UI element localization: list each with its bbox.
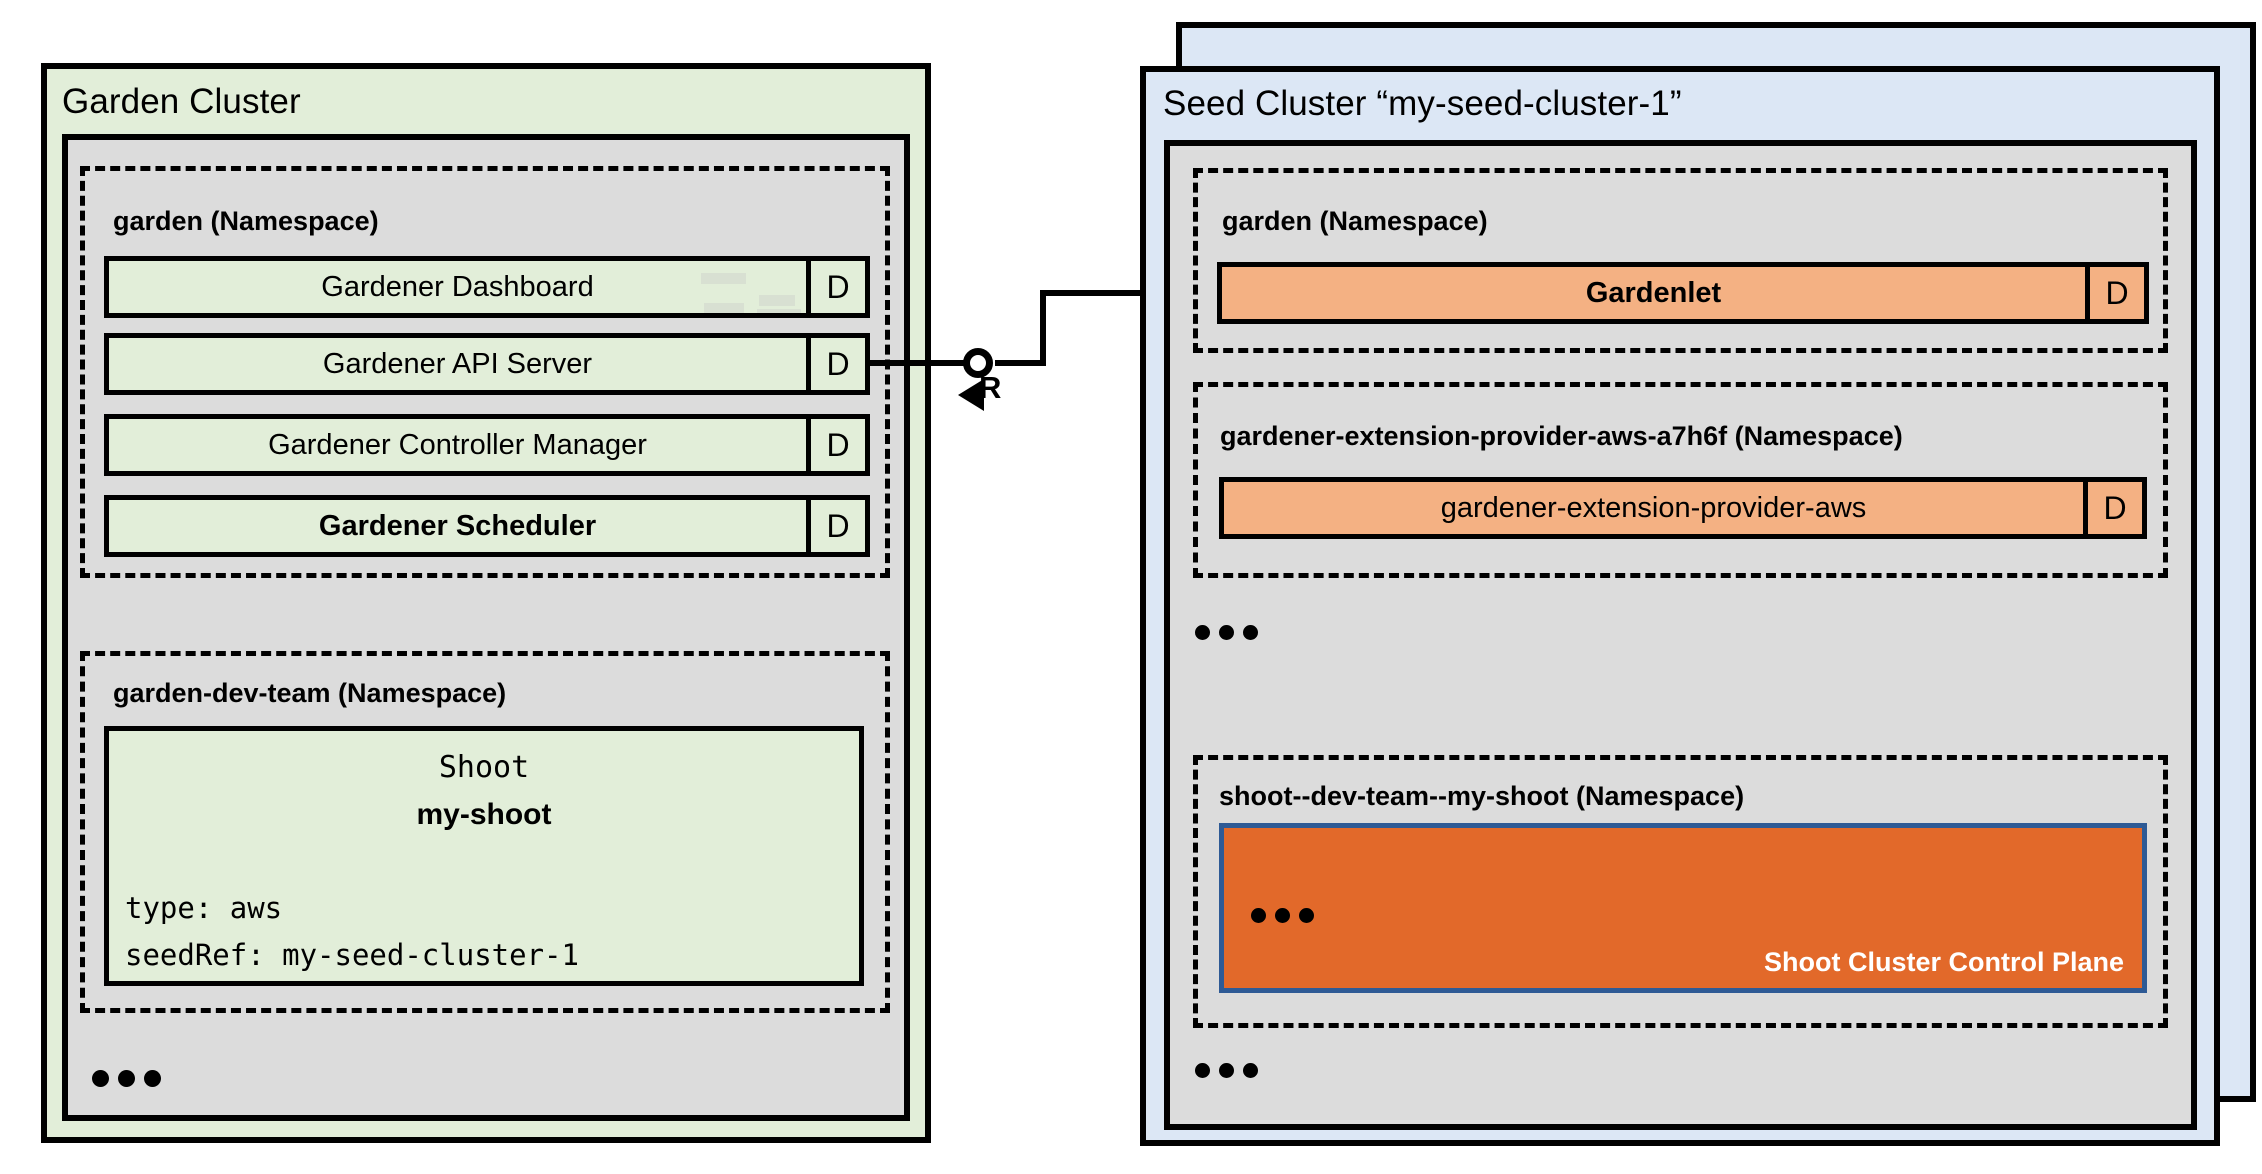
artifact-smudge — [701, 273, 746, 284]
garden-cluster-more-indicator — [92, 1070, 161, 1087]
component-gardenlet[interactable]: Gardenlet D — [1217, 262, 2149, 324]
artifact-smudge — [704, 303, 744, 313]
artifact-smudge — [759, 295, 795, 306]
artifact-smudge — [757, 309, 801, 313]
ellipsis-dot — [1243, 625, 1258, 640]
component-gardener-controller-manager-deployment-badge: D — [806, 419, 865, 471]
component-gardener-api-server[interactable]: Gardener API Server D — [104, 333, 870, 395]
component-gardenlet-label: Gardenlet — [1585, 276, 1722, 309]
namespace-shoot-dev-team-my-shoot-title: shoot--dev-team--my-shoot (Namespace) — [1219, 781, 1745, 811]
ellipsis-dot — [1195, 1063, 1210, 1078]
namespace-shoot-dev-team-my-shoot — [1193, 755, 2168, 1028]
shoot-cluster-control-plane[interactable]: Shoot Cluster Control Plane — [1219, 823, 2147, 993]
ellipsis-dot — [1299, 908, 1314, 923]
namespace-garden-garden-cluster — [80, 166, 890, 578]
shoot-resource-name: my-shoot — [416, 798, 552, 831]
garden-cluster-title: Garden Cluster — [62, 82, 301, 121]
shoot-resource-kind: Shoot — [438, 750, 530, 785]
ellipsis-dot — [1243, 1063, 1258, 1078]
ellipsis-dot — [1219, 625, 1234, 640]
namespace-garden-title-seed-cluster: garden (Namespace) — [1222, 206, 1488, 236]
component-gardener-extension-provider-aws-body: gardener-extension-provider-aws — [1224, 482, 2083, 534]
namespace-gardener-extension-provider-aws-title: gardener-extension-provider-aws-a7h6f (N… — [1220, 421, 1903, 451]
component-gardener-api-server-deployment-badge: D — [806, 338, 865, 390]
ellipsis-dot — [1251, 908, 1266, 923]
connector-arrow-icon — [958, 379, 984, 411]
component-gardener-scheduler-body: Gardener Scheduler — [109, 500, 806, 552]
component-gardener-dashboard-label: Gardener Dashboard — [321, 270, 594, 303]
control-plane-more-indicator — [1251, 908, 1314, 923]
shoot-resource-card[interactable]: Shoot my-shoot type: aws seedRef: my-see… — [104, 726, 864, 986]
ellipsis-dot — [1275, 908, 1290, 923]
connector-segment-horizontal-left — [870, 360, 970, 366]
shoot-cluster-control-plane-label: Shoot Cluster Control Plane — [1763, 947, 2124, 977]
component-gardener-extension-provider-aws-label: gardener-extension-provider-aws — [1440, 491, 1867, 524]
seed-cluster-more-indicator-bottom — [1195, 1063, 1258, 1078]
component-gardener-api-server-label: Gardener API Server — [322, 347, 593, 380]
component-gardener-scheduler-label: Gardener Scheduler — [318, 509, 597, 542]
ellipsis-dot — [1195, 625, 1210, 640]
connector-segment-horizontal-mid — [995, 360, 1046, 366]
ellipsis-dot — [144, 1070, 161, 1087]
shoot-resource-attribute-seedref: seedRef: my-seed-cluster-1 — [125, 938, 579, 972]
seed-cluster-title: Seed Cluster “my-seed-cluster-1” — [1163, 84, 1682, 123]
component-gardener-dashboard-body: Gardener Dashboard — [109, 261, 806, 313]
component-gardener-scheduler-deployment-badge: D — [806, 500, 865, 552]
component-gardener-api-server-body: Gardener API Server — [109, 338, 806, 390]
namespace-garden-dev-team — [80, 651, 890, 1013]
namespace-gardener-extension-provider-aws — [1193, 382, 2168, 578]
connector-segment-vertical — [1040, 290, 1046, 366]
namespace-garden-seed-cluster — [1193, 168, 2168, 353]
namespace-garden-dev-team-title: garden-dev-team (Namespace) — [113, 678, 507, 708]
component-gardenlet-body: Gardenlet — [1222, 267, 2085, 319]
connector-relationship-node — [963, 348, 993, 378]
ellipsis-dot — [1219, 1063, 1234, 1078]
connector-segment-horizontal-top — [1040, 290, 1230, 296]
component-gardener-dashboard-deployment-badge: D — [806, 261, 865, 313]
component-gardener-extension-provider-aws-deployment-badge: D — [2083, 482, 2142, 534]
component-gardener-extension-provider-aws[interactable]: gardener-extension-provider-aws D — [1219, 477, 2147, 539]
shoot-resource-attribute-type: type: aws — [125, 891, 283, 925]
component-gardener-scheduler[interactable]: Gardener Scheduler D — [104, 495, 870, 557]
connector-label: R — [979, 370, 1002, 405]
namespace-garden-title-garden-cluster: garden (Namespace) — [113, 206, 379, 236]
component-gardenlet-deployment-badge: D — [2085, 267, 2144, 319]
component-gardener-controller-manager-body: Gardener Controller Manager — [109, 419, 806, 471]
component-gardener-controller-manager-label: Gardener Controller Manager — [268, 428, 647, 461]
seed-cluster-more-indicator-middle — [1195, 625, 1258, 640]
ellipsis-dot — [118, 1070, 135, 1087]
component-gardener-controller-manager[interactable]: Gardener Controller Manager D — [104, 414, 870, 476]
component-gardener-dashboard[interactable]: Gardener Dashboard D — [104, 256, 870, 318]
ellipsis-dot — [92, 1070, 109, 1087]
